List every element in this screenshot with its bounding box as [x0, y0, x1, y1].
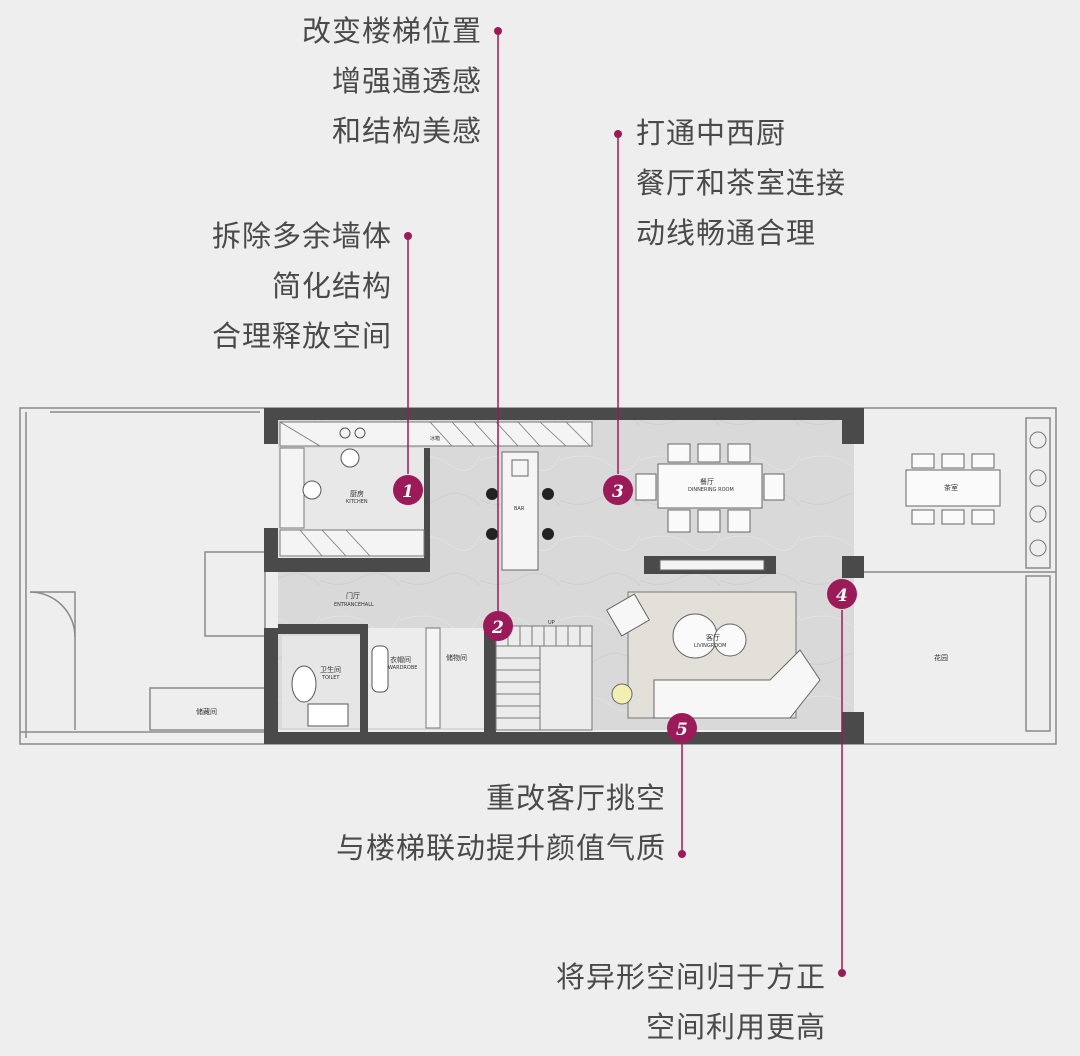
- toilet-icon: [291, 665, 317, 703]
- storage-label: 储物间: [446, 653, 467, 662]
- marker-1: 1: [393, 475, 423, 505]
- kitchen-label-en: KITCHEN: [346, 499, 368, 505]
- marker-2: 2: [483, 611, 513, 641]
- plant-icons: [1029, 431, 1047, 557]
- living-label-en: LIVINGROOM: [694, 643, 726, 649]
- annotation-line: 与楼梯联动提升颜值气质: [335, 831, 666, 865]
- dining-label-en: DINNERING ROOM: [688, 487, 734, 493]
- annotation-2: 改变楼梯位置 增强通透感 和结构美感: [302, 6, 482, 156]
- toilet-label-en: TOILET: [321, 675, 340, 681]
- marker-4: 4: [827, 579, 857, 609]
- kitchen-label: 厨房: [350, 489, 364, 498]
- leader-lines: [407, 31, 843, 973]
- bar-stools: [486, 488, 554, 540]
- annotation-5: 重改客厅挑空 与楼梯联动提升颜值气质: [336, 773, 666, 873]
- marker-5: 5: [667, 713, 697, 743]
- tea-table: [905, 469, 1001, 507]
- annotation-line: 动线畅通合理: [636, 216, 817, 250]
- dining-chairs: [635, 443, 785, 533]
- marker-3: 3: [603, 475, 633, 505]
- wardrobe-label-en: WARDROBE: [388, 665, 417, 671]
- living-label: 客厅: [706, 633, 720, 642]
- coffee-table: [713, 623, 747, 657]
- chef-figure-icon: [302, 480, 322, 500]
- entrance-label: 门厅: [346, 591, 360, 600]
- sofa: [653, 649, 821, 719]
- kitchen-cabinets: [279, 421, 593, 557]
- svg-text:3: 3: [612, 482, 624, 502]
- wardrobe-label: 衣帽间: [390, 655, 411, 664]
- svg-text:5: 5: [676, 720, 688, 740]
- tea-chairs: [911, 453, 995, 525]
- annotation-line: 餐厅和茶室连接: [636, 166, 847, 200]
- annotation-4: 将异形空间归于方正 空间利用更高: [556, 952, 826, 1052]
- annotation-line: 简化结构: [271, 269, 392, 303]
- chef-figure-icon: [340, 448, 360, 468]
- fridge-label: 冰箱: [430, 435, 440, 442]
- wardrobe-bench: [371, 645, 389, 693]
- annotation-line: 拆除多余墙体: [211, 219, 392, 253]
- annotation-line: 将异形空间归于方正: [555, 960, 826, 994]
- annotation-3: 打通中西厨 餐厅和茶室连接 动线畅通合理: [636, 108, 846, 258]
- bar-label: BAR: [514, 506, 525, 512]
- annotation-line: 重改客厅挑空: [485, 781, 666, 815]
- tea-room-label: 茶室: [944, 483, 958, 492]
- annotation-1: 拆除多余墙体 简化结构 合理释放空间: [212, 211, 392, 361]
- tv-console: [659, 559, 765, 571]
- annotation-line: 合理释放空间: [211, 319, 392, 353]
- annotation-line: 空间利用更高: [645, 1010, 826, 1044]
- entrance-label-en: ENTRANCEHALL: [334, 602, 374, 608]
- svg-text:4: 4: [836, 586, 848, 606]
- side-table-icon: [611, 683, 633, 705]
- bar-island: [501, 451, 539, 571]
- armchair: [605, 593, 651, 637]
- dining-table: [657, 463, 763, 509]
- garden-label: 花园: [934, 653, 948, 662]
- dining-label: 餐厅: [700, 477, 714, 486]
- closet-label: 储藏间: [196, 707, 217, 716]
- annotation-line: 改变楼梯位置: [301, 14, 482, 48]
- svg-text:1: 1: [402, 482, 414, 502]
- wardrobe-cabinet: [425, 627, 441, 729]
- stair-up-label: UP: [548, 620, 555, 626]
- stove-icon: [339, 427, 351, 439]
- toilet-label: 卫生间: [320, 665, 341, 674]
- leader-dots: [404, 27, 846, 977]
- annotation-line: 增强通透感: [331, 64, 482, 98]
- svg-text:2: 2: [491, 618, 504, 638]
- annotation-line: 打通中西厨: [636, 116, 787, 150]
- basin-icon: [307, 703, 349, 727]
- cabinet-doors: [279, 421, 591, 557]
- bar-sink-icon: [511, 459, 529, 477]
- annotation-line: 和结构美感: [331, 114, 482, 148]
- stove-burner-icon: [354, 427, 366, 439]
